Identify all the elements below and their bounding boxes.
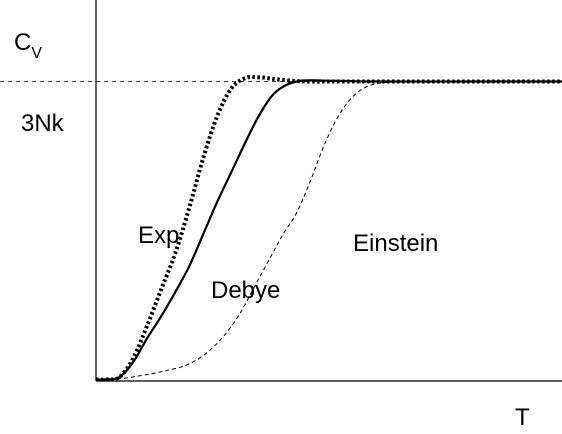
series-group bbox=[95, 74, 562, 382]
series-line-debye bbox=[95, 79, 562, 381]
series-label-debye: Debye bbox=[211, 277, 280, 304]
y-axis-label-main: C bbox=[14, 29, 31, 56]
series-line-einstein bbox=[95, 81, 562, 380]
y-axis-label: CV bbox=[14, 29, 42, 62]
y-tick-label-3nk: 3Nk bbox=[21, 110, 65, 137]
series-label-exp: Exp bbox=[138, 222, 179, 249]
y-axis-label-subscript: V bbox=[31, 45, 42, 62]
axes bbox=[95, 0, 562, 382]
x-axis-label: T bbox=[515, 404, 530, 431]
series-label-einstein: Einstein bbox=[353, 230, 438, 257]
